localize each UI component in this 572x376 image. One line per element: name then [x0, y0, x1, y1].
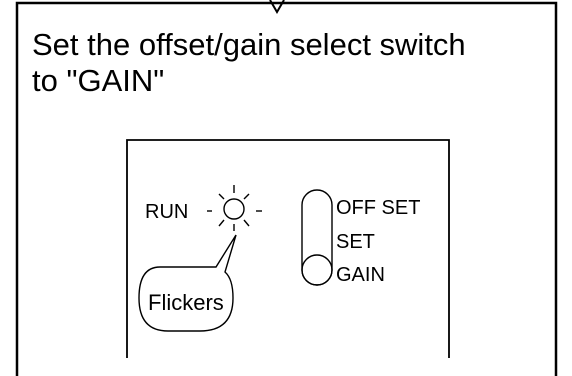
outer-frame: [15, 1, 558, 376]
switch-position-offset: OFF SET: [336, 197, 420, 219]
instruction-line-2: to "GAIN": [32, 63, 164, 98]
module-panel: [126, 139, 450, 358]
switch-lever: [301, 254, 333, 286]
cropped-mark: [269, 0, 285, 14]
run-label: RUN: [145, 201, 188, 223]
instruction-line-1: Set the offset/gain select switch: [32, 27, 466, 62]
callout-bubble: [138, 234, 237, 332]
callout-text: Flickers: [148, 290, 224, 315]
toggle-switch-icon: [301, 189, 333, 286]
led-flicker-icon: [207, 185, 262, 231]
switch-position-set: SET: [336, 231, 375, 253]
switch-position-gain: GAIN: [336, 264, 385, 286]
